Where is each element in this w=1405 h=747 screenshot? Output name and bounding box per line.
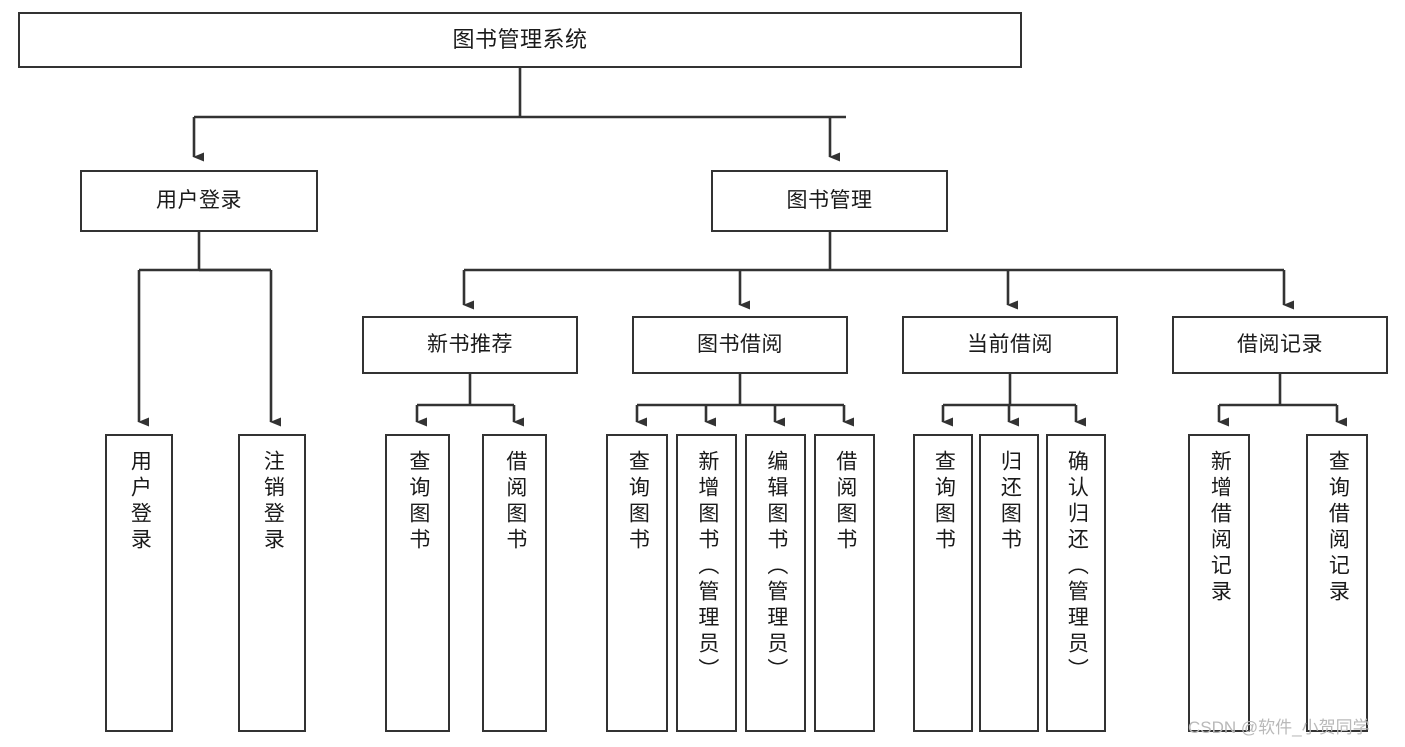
node-label: 当前借阅 [967, 333, 1053, 357]
node-label: 图书管理系统 [452, 26, 588, 52]
node-leaf-query-book-2[interactable]: 查询图书 [606, 434, 668, 732]
node-root-book-management-system[interactable]: 图书管理系统 [18, 12, 1022, 68]
node-leaf-borrow-book-2[interactable]: 借阅图书 [814, 434, 875, 732]
node-leaf-edit-book-admin[interactable]: 编辑图书（管理员） [745, 434, 806, 732]
node-label: 新增借阅记录 [1208, 450, 1232, 606]
node-label: 借阅图书 [833, 450, 857, 554]
node-label: 查询图书 [932, 450, 956, 554]
node-label: 注销登录 [261, 450, 285, 554]
node-leaf-query-book-1[interactable]: 查询图书 [385, 434, 450, 732]
node-leaf-add-book-admin[interactable]: 新增图书（管理员） [676, 434, 737, 732]
node-book-management[interactable]: 图书管理 [711, 170, 948, 232]
node-label: 编辑图书（管理员） [764, 450, 788, 684]
node-book-borrow[interactable]: 图书借阅 [632, 316, 848, 374]
node-new-book-recommend[interactable]: 新书推荐 [362, 316, 578, 374]
node-leaf-query-book-3[interactable]: 查询图书 [913, 434, 973, 732]
node-leaf-logout-login[interactable]: 注销登录 [238, 434, 306, 732]
node-leaf-query-borrow-record[interactable]: 查询借阅记录 [1306, 434, 1368, 732]
node-label: 确认归还（管理员） [1065, 450, 1089, 684]
node-label: 查询图书 [626, 450, 650, 554]
node-label: 用户登录 [128, 450, 152, 554]
node-label: 图书管理 [786, 189, 873, 213]
node-leaf-return-book[interactable]: 归还图书 [979, 434, 1039, 732]
node-borrow-record[interactable]: 借阅记录 [1172, 316, 1388, 374]
watermark-text: CSDN @软件_小贺同学 [1188, 718, 1370, 737]
node-current-borrow[interactable]: 当前借阅 [902, 316, 1118, 374]
node-label: 借阅图书 [503, 450, 527, 554]
node-label: 查询借阅记录 [1326, 450, 1350, 606]
node-label: 图书借阅 [697, 333, 783, 357]
node-leaf-add-borrow-record[interactable]: 新增借阅记录 [1188, 434, 1250, 732]
node-label: 新增图书（管理员） [695, 450, 719, 684]
node-leaf-borrow-book-1[interactable]: 借阅图书 [482, 434, 547, 732]
node-leaf-user-login[interactable]: 用户登录 [105, 434, 173, 732]
node-label: 归还图书 [998, 450, 1022, 554]
node-user-login[interactable]: 用户登录 [80, 170, 318, 232]
node-label: 新书推荐 [427, 333, 513, 357]
node-label: 借阅记录 [1237, 333, 1323, 357]
node-label: 查询图书 [406, 450, 430, 554]
node-label: 用户登录 [156, 189, 242, 213]
node-leaf-confirm-return-admin[interactable]: 确认归还（管理员） [1046, 434, 1106, 732]
